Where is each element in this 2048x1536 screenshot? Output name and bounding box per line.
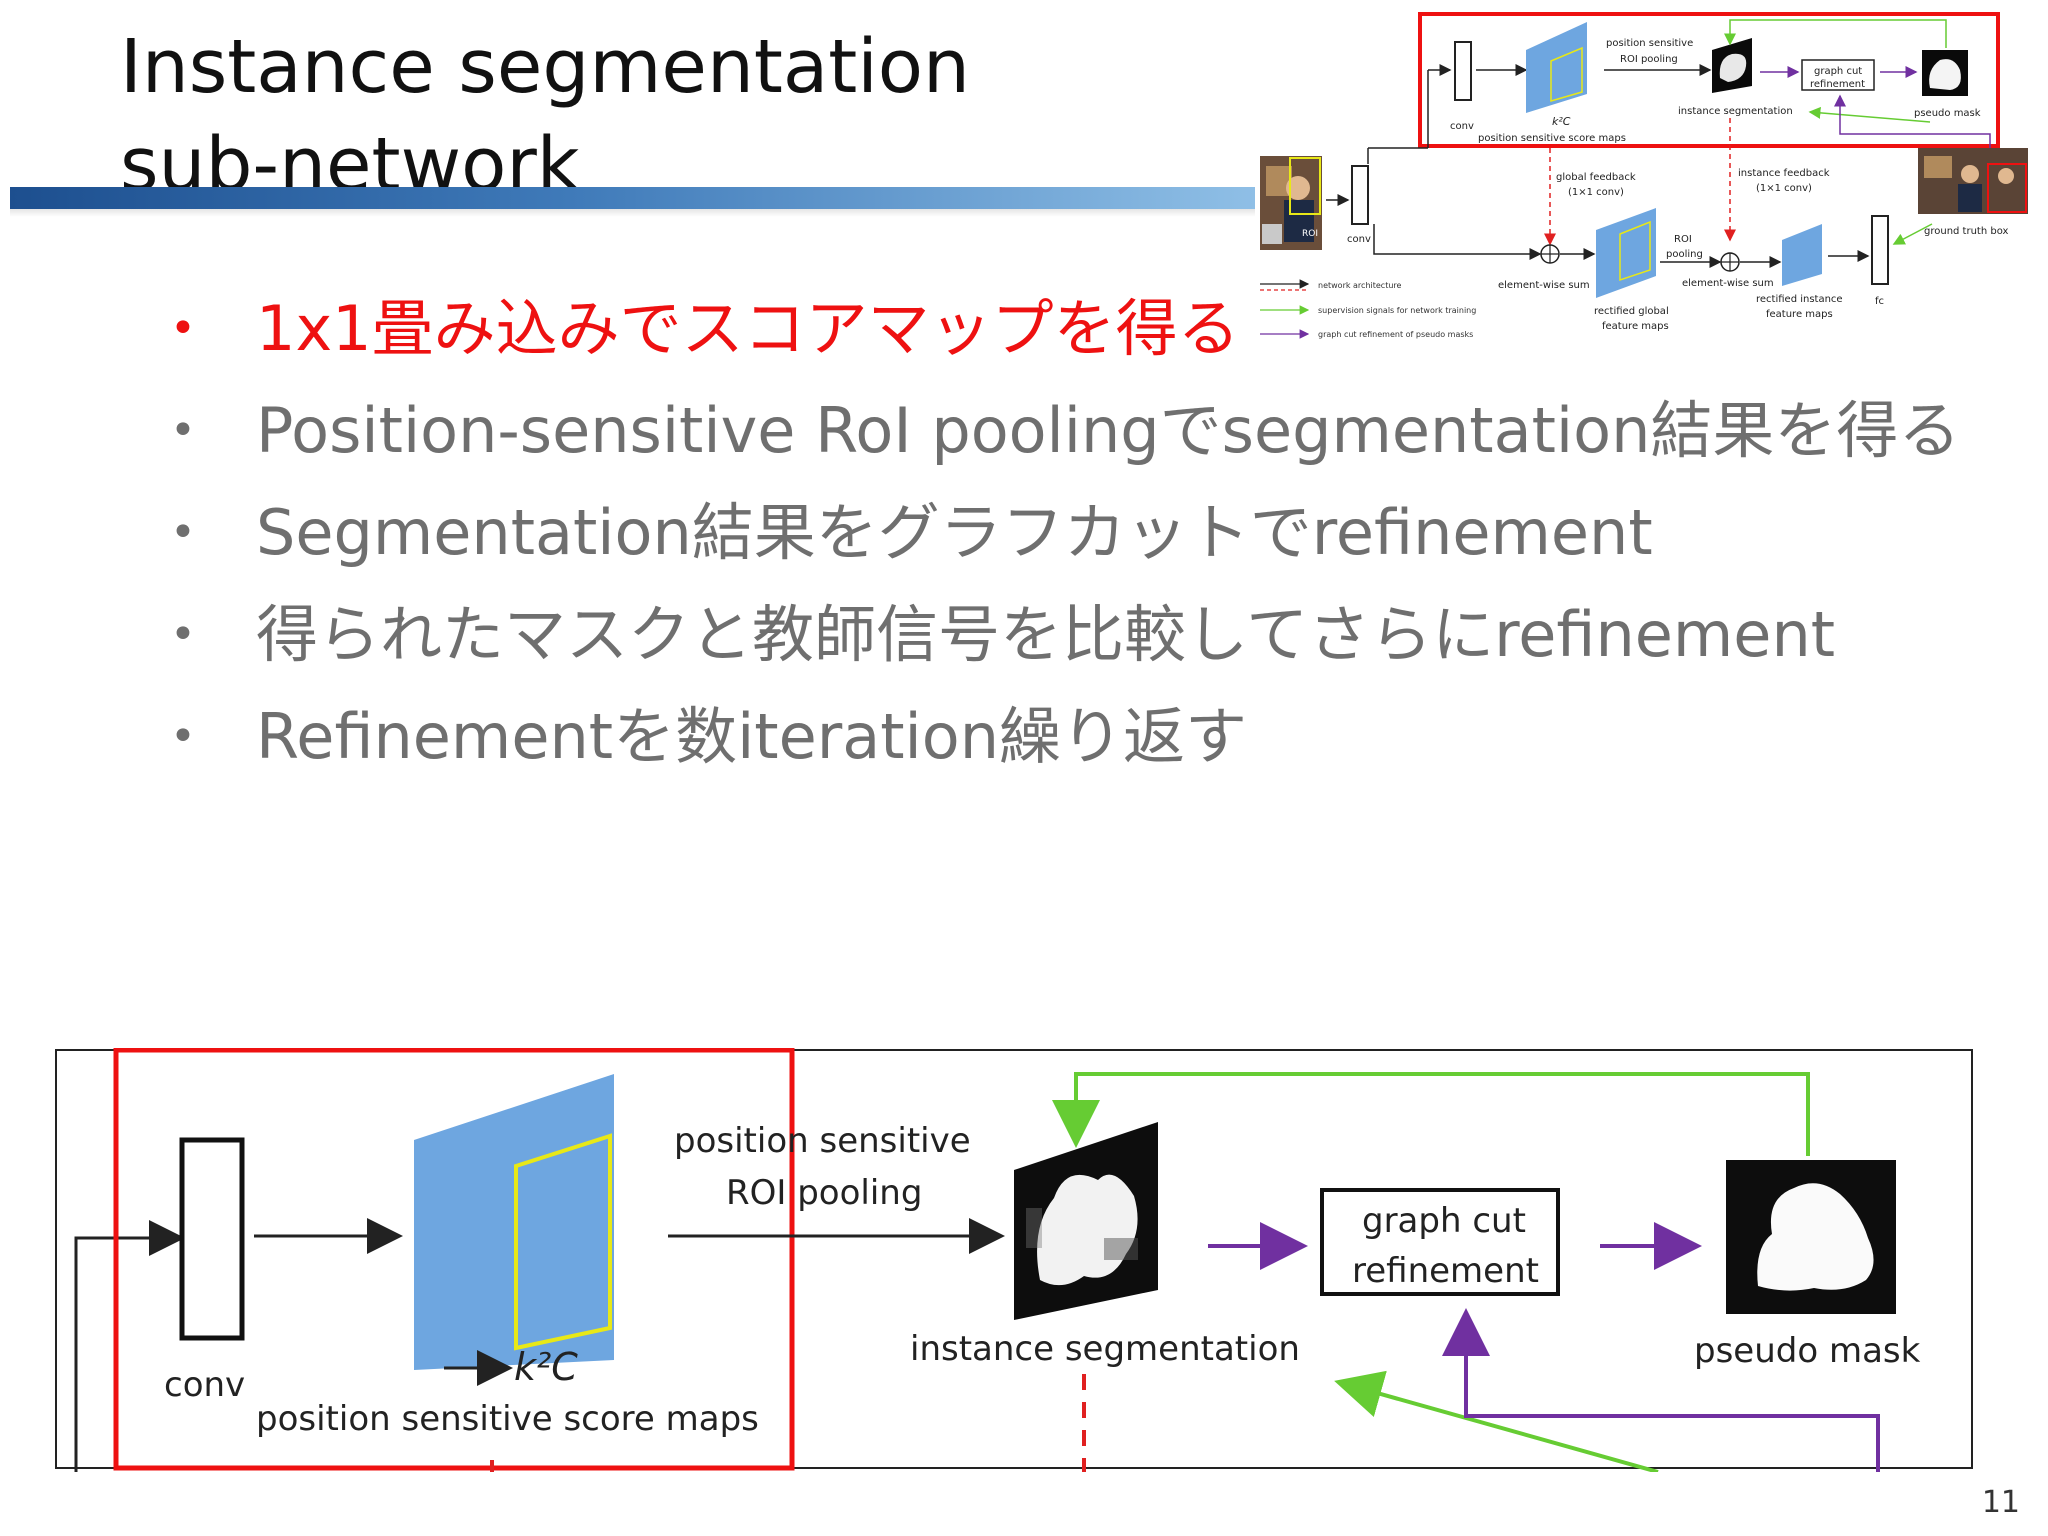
zoom-conv-label: conv [164, 1365, 245, 1405]
overview-inst-fb-line2: (1×1 conv) [1756, 183, 1812, 194]
zoom-psroi-line1: position sensitive [674, 1121, 971, 1161]
overview-highlight-box [1418, 12, 2000, 148]
overview-arrow [1373, 224, 1542, 260]
overview-pseudo-mask-blob [1929, 59, 1961, 90]
overview-global-fb-line1: global feedback [1556, 172, 1636, 183]
overview-rectified-global-map [1596, 208, 1656, 298]
overview-rect-inst-line2: feature maps [1766, 309, 1833, 320]
zoom-gc-line1: graph cut [1362, 1201, 1526, 1241]
overview-ground-truth-image [1918, 148, 2028, 214]
overview-green-arrow [1892, 223, 1933, 245]
overview-graphcut-box [1801, 59, 1875, 91]
title-underline-bar [10, 187, 1255, 209]
overview-roi-pool-line2: pooling [1666, 249, 1703, 260]
overview-purple-loop [1834, 94, 1991, 158]
overview-roi-pool-line1: ROI [1674, 234, 1692, 245]
zoom-psroi-line2: ROI pooling [726, 1173, 922, 1213]
zoom-instance-seg-noise [1026, 1208, 1042, 1248]
overview-global-fb-line2: (1×1 conv) [1568, 187, 1624, 198]
zoomed-diagram: conv k²C position sensitive score maps p… [55, 1048, 1973, 1472]
bullet-dot: • [170, 405, 196, 456]
overview-ew-sum1-label: element-wise sum [1498, 280, 1590, 291]
bullet-text: Position-sensitive RoI poolingでsegmentat… [256, 394, 1961, 467]
overview-diagram: conv k²C position sensitive score maps p… [1260, 12, 2028, 339]
zoom-gc-line2: refinement [1352, 1251, 1539, 1291]
zoom-green-supervision [1334, 1370, 1659, 1472]
zoom-k2c-label: k²C [514, 1345, 578, 1389]
zoom-pseudo-mask-blob [1757, 1183, 1874, 1291]
overview-green-supervision [1808, 106, 1931, 123]
bullet-text: 1x1畳み込みでスコアマップを得る [256, 292, 1240, 365]
bullet-dot: • [170, 303, 196, 354]
zoom-graphcut-box [1320, 1188, 1560, 1296]
zoom-purple-loop [1442, 1308, 1880, 1472]
overview-fc-box [1871, 215, 1889, 285]
overview-ps-maps-label: position sensitive score maps [1478, 133, 1626, 144]
overview-pseudo-mask-label: pseudo mask [1914, 108, 1981, 119]
overview-conv-label: conv [1450, 121, 1474, 132]
zoom-instance-seg-noise [1104, 1238, 1138, 1260]
overview-psroi-line2: ROI pooling [1620, 54, 1678, 65]
overview-k2c: k²C [1552, 115, 1571, 128]
title-underline-shadow [10, 209, 1255, 217]
overview-roi-label: ROI [1302, 229, 1318, 239]
overview-gt-label: ground truth box [1924, 226, 2009, 237]
overview-conv2-box [1351, 165, 1369, 225]
zoom-score-map-roi [514, 1133, 612, 1351]
overview-gc-line1: graph cut [1814, 66, 1862, 77]
overview-rect-global-line1: rectified global [1594, 306, 1669, 317]
bullet-dot: • [170, 711, 196, 762]
legend-label: supervision signals for network training [1318, 306, 1476, 315]
overview-rect-global-line2: feature maps [1602, 321, 1669, 332]
overview-rectified-instance-map [1782, 224, 1822, 286]
zoom-ps-maps-label: position sensitive score maps [256, 1399, 759, 1439]
bullet-dot: • [170, 609, 196, 660]
zoom-conv-box [179, 1137, 245, 1341]
overview-green-feedback [1724, 19, 1947, 48]
overview-rectified-global-roi [1619, 220, 1651, 282]
bullet-text: 得られたマスクと教師信号を比較してさらにrefinement [256, 598, 1836, 671]
zoom-input-line [74, 1220, 185, 1472]
overview-psroi-line1: position sensitive [1606, 38, 1693, 49]
page-number: 11 [1981, 1485, 2020, 1520]
overview-rect-inst-line1: rectified instance [1756, 294, 1843, 305]
zoom-inst-seg-label: instance segmentation [910, 1329, 1300, 1369]
overview-conv2-label: conv [1347, 234, 1371, 245]
slide-title: Instance segmentation sub-network [120, 18, 1020, 214]
overview-score-map [1526, 22, 1587, 113]
overview-score-map-roi [1550, 46, 1583, 102]
overview-fc-label: fc [1875, 296, 1884, 307]
legend-label: graph cut refinement of pseudo masks [1318, 330, 1473, 339]
overview-roi-image [1260, 156, 1322, 250]
zoom-green-feedback [1052, 1072, 1810, 1156]
slide-title-line1: Instance segmentation [120, 24, 970, 110]
overview-inst-fb-line1: instance feedback [1738, 168, 1830, 179]
overview-gc-line2: refinement [1810, 79, 1865, 90]
zoom-highlight-box [113, 1048, 795, 1471]
overview-legend: network architecture supervision signals… [1260, 279, 1476, 339]
zoom-pseudo-mask-label: pseudo mask [1694, 1331, 1921, 1371]
bullet-text: Refinementを数iteration繰り返す [256, 700, 1248, 773]
overview-inst-seg-label: instance segmentation [1678, 106, 1793, 117]
overview-conv-box [1454, 41, 1472, 101]
legend-label: network architecture [1318, 281, 1402, 290]
overview-instance-seg-blob [1719, 53, 1747, 82]
bullet-dot: • [170, 507, 196, 558]
overview-ew-sum2-label: element-wise sum [1682, 278, 1774, 289]
bullet-text: Segmentation結果をグラフカットでrefinement [256, 496, 1653, 569]
